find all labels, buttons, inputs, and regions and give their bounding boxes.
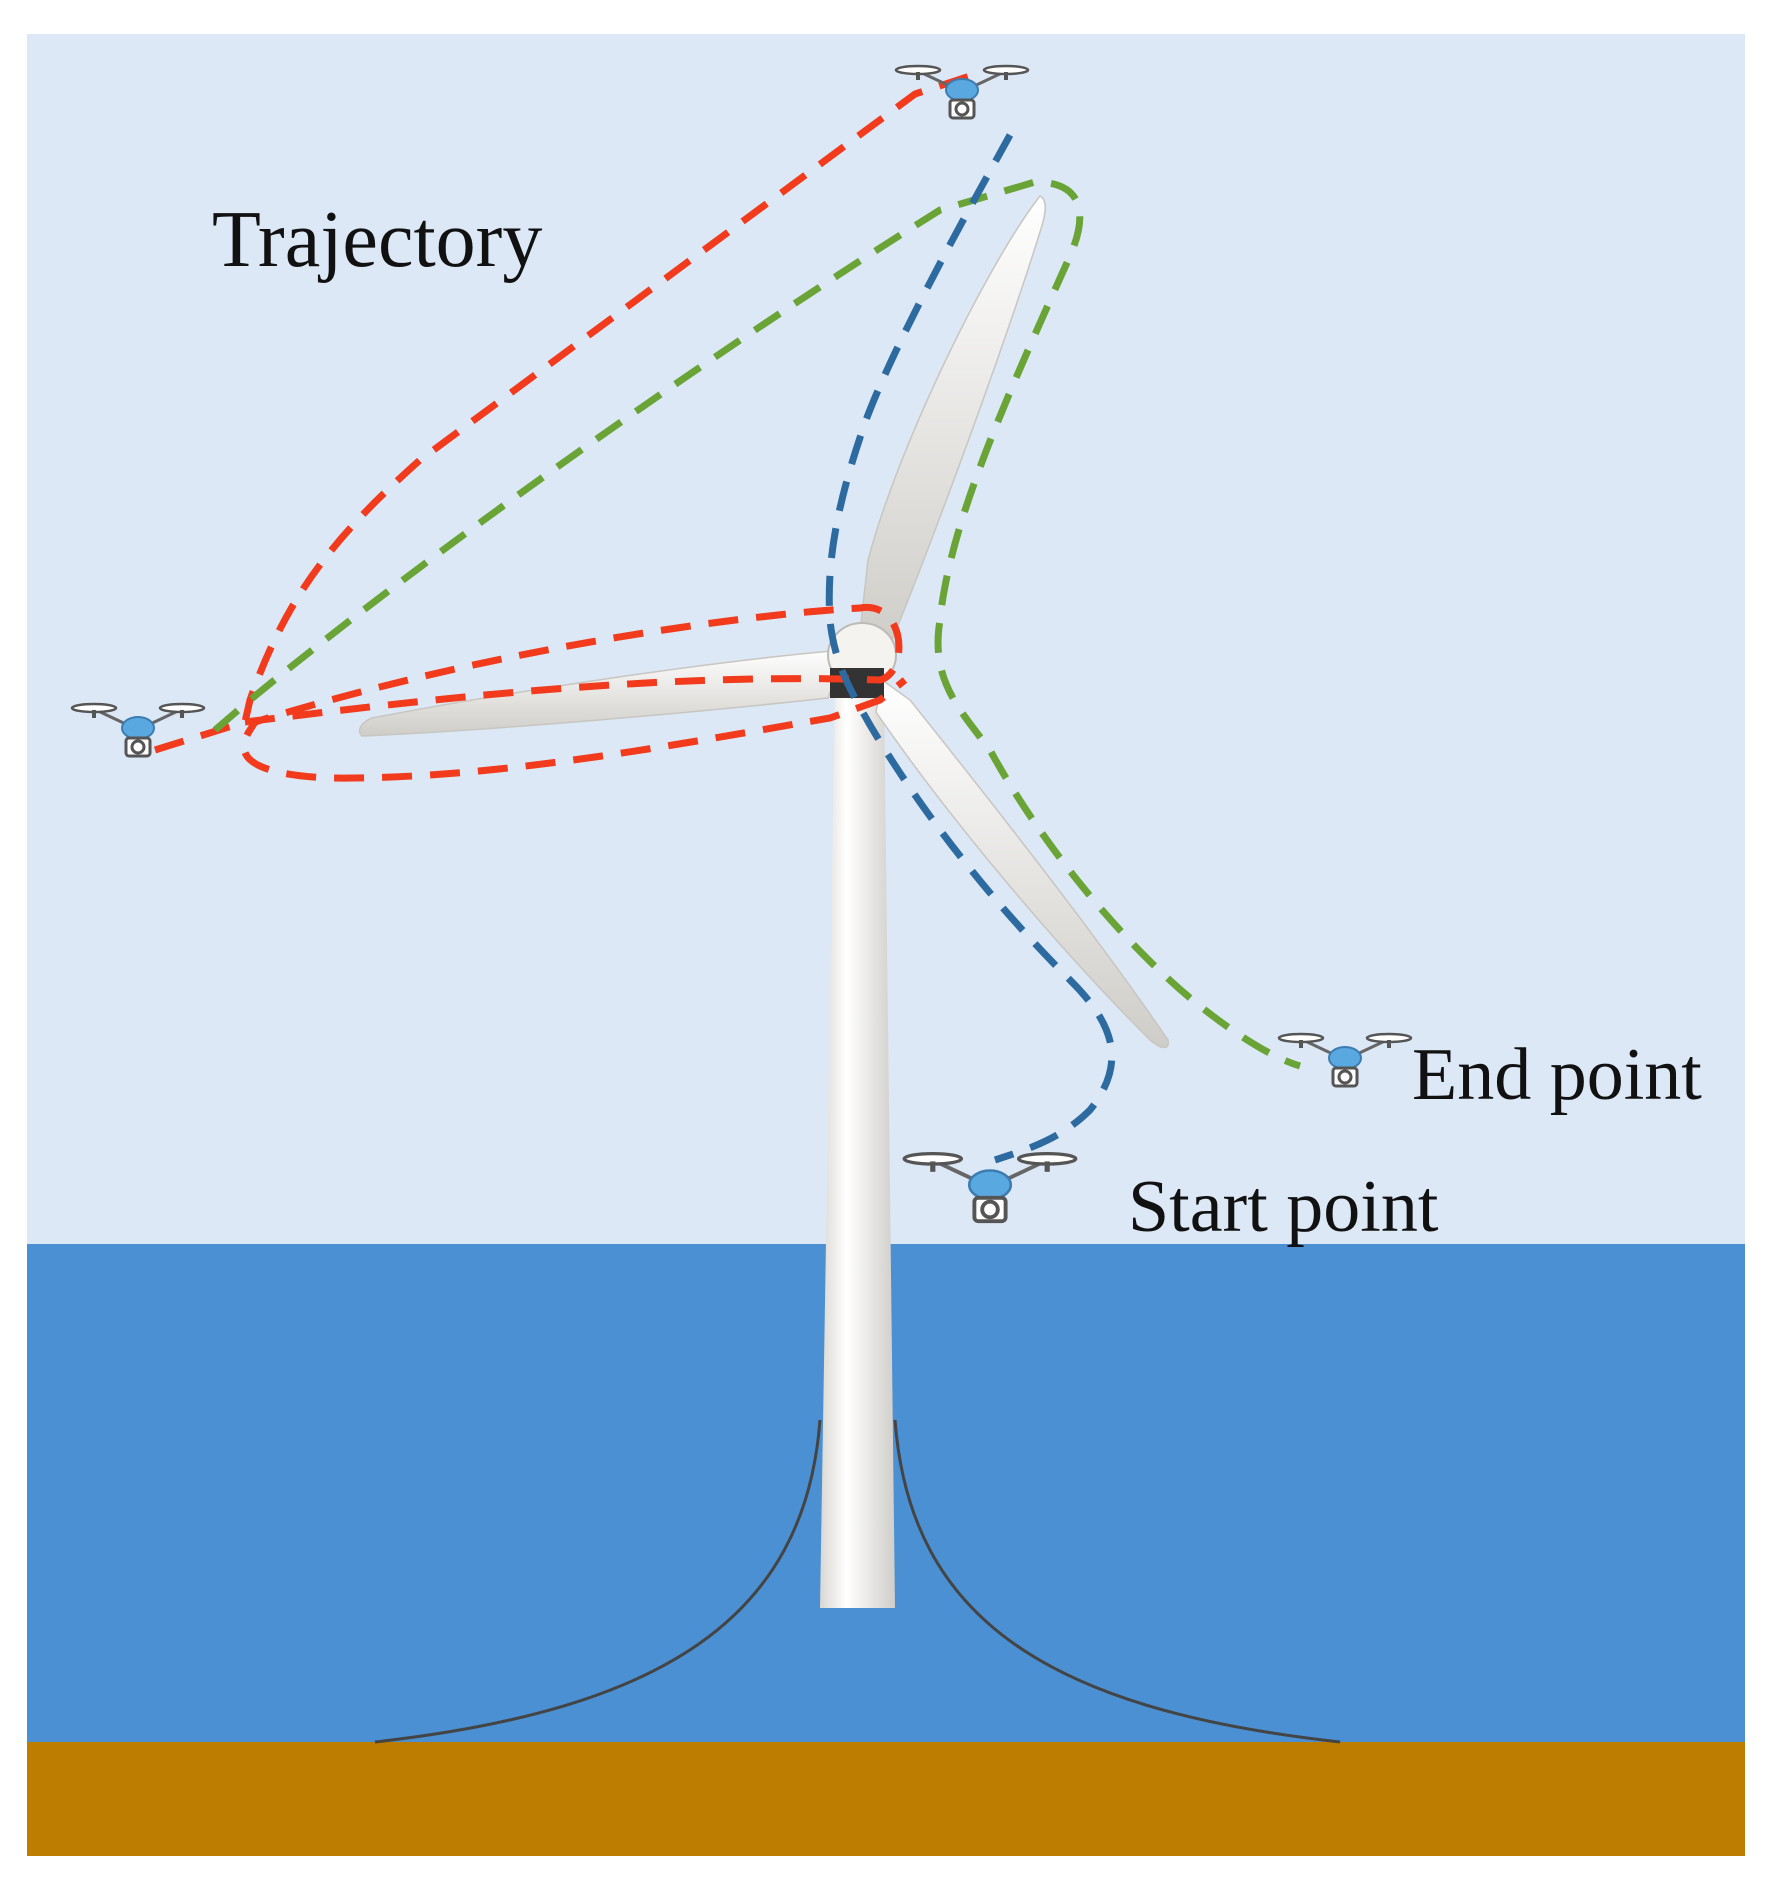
turbine-tower: [820, 690, 895, 1608]
turbine-blade-upper: [857, 195, 1046, 652]
trajectory-green: [212, 178, 1302, 1070]
turbine-blade-left: [358, 649, 847, 737]
mooring-line-left: [374, 1419, 822, 1744]
mooring-line-right: [893, 1419, 1341, 1744]
turbine-blade-lower-right: [875, 678, 1170, 1049]
start-point-label: Start point: [1128, 1166, 1439, 1248]
seabed: [27, 1742, 1745, 1856]
end-point-label: End point: [1412, 1034, 1702, 1116]
trajectory-label: Trajectory: [212, 196, 543, 284]
trajectory-blue: [825, 133, 1116, 1164]
trajectory-red: [153, 72, 972, 782]
wind-turbine-icon: [358, 195, 1170, 1608]
